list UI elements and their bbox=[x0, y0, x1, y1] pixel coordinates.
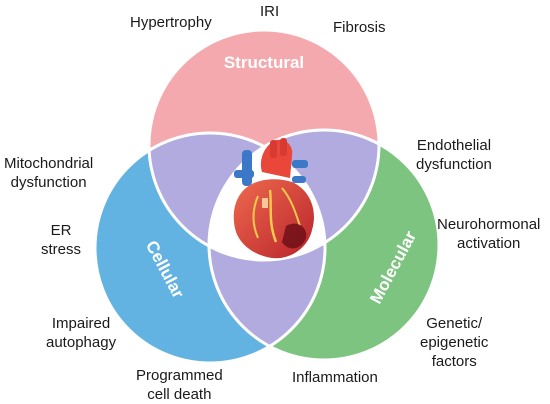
structural-title: Structural bbox=[224, 53, 304, 72]
item-neurohormonal-activation: Neurohormonal activation bbox=[437, 216, 541, 252]
item-programmed-cell-death: Programmed cell death bbox=[136, 367, 223, 403]
item-impaired-autophagy: Impaired autophagy bbox=[46, 315, 117, 351]
item-genetic-epigenetic-factors: Genetic/ epigenetic factors bbox=[420, 315, 489, 370]
item-endothelial-dysfunction: Endothelial dysfunction bbox=[416, 137, 492, 173]
heart-icon bbox=[233, 138, 314, 259]
item-inflammation: Inflammation bbox=[292, 369, 378, 386]
item-iri: IRI bbox=[260, 3, 280, 20]
item-hypertrophy: Hypertrophy bbox=[130, 14, 212, 31]
item-er-stress: ER stress bbox=[41, 222, 82, 258]
item-fibrosis: Fibrosis bbox=[333, 19, 386, 36]
item-mitochondrial-dysfunction: Mitochondrial dysfunction bbox=[4, 155, 94, 191]
